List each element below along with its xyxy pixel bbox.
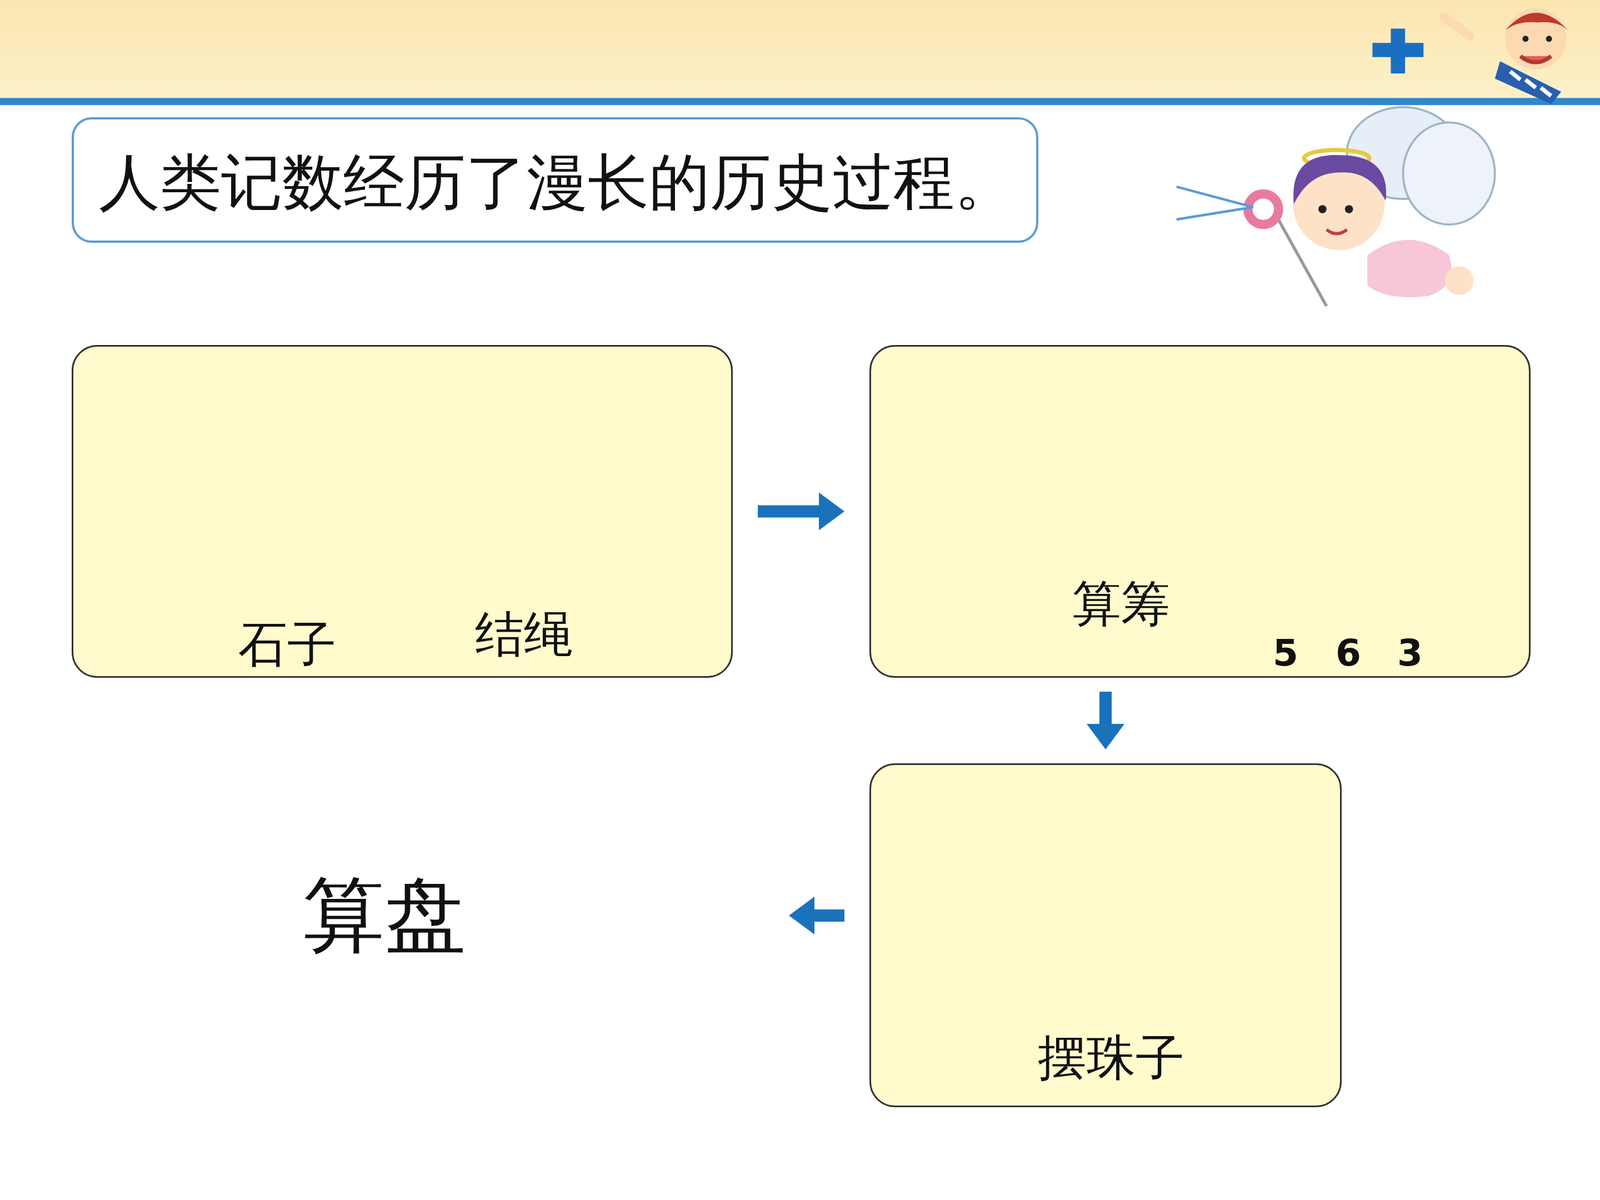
panel: 石子 结绳 — [71, 345, 733, 678]
node-text: 算筹 — [1072, 575, 1170, 632]
node-text: 结绳 — [475, 606, 573, 663]
top-band — [0, 0, 1600, 98]
top-line — [0, 97, 1600, 105]
arrow-shaft — [811, 909, 845, 922]
boy-figure — [1372, 8, 1569, 105]
node-text: 人类记数经历了漫长的历史过程。 — [98, 147, 1016, 218]
bubble-tail — [1176, 186, 1254, 220]
plain-label-node: 算盘 — [302, 873, 764, 958]
arrow-head — [818, 492, 845, 531]
fairy-figure — [1247, 107, 1495, 307]
node-text: 摆珠子 — [1037, 1029, 1185, 1086]
node-text: 3 — [1397, 632, 1423, 675]
node-text: 算盘 — [302, 868, 467, 963]
flow-arrow — [1086, 691, 1125, 750]
arrow-shaft — [757, 505, 823, 518]
node-text: 6 — [1335, 632, 1362, 675]
flow-arrow — [757, 492, 845, 531]
arrow-head — [1086, 723, 1125, 750]
flow-arrow — [788, 896, 845, 935]
panel: 算筹 563 — [869, 345, 1531, 678]
speech-bubble: 人类记数经历了漫长的历史过程。 — [71, 117, 1039, 243]
node-text: 5 — [1272, 632, 1299, 675]
node-text: 石子 — [238, 616, 337, 673]
arrow-head — [788, 896, 815, 935]
arrow-shaft — [1099, 691, 1112, 728]
panel: 摆珠子 — [869, 763, 1342, 1108]
